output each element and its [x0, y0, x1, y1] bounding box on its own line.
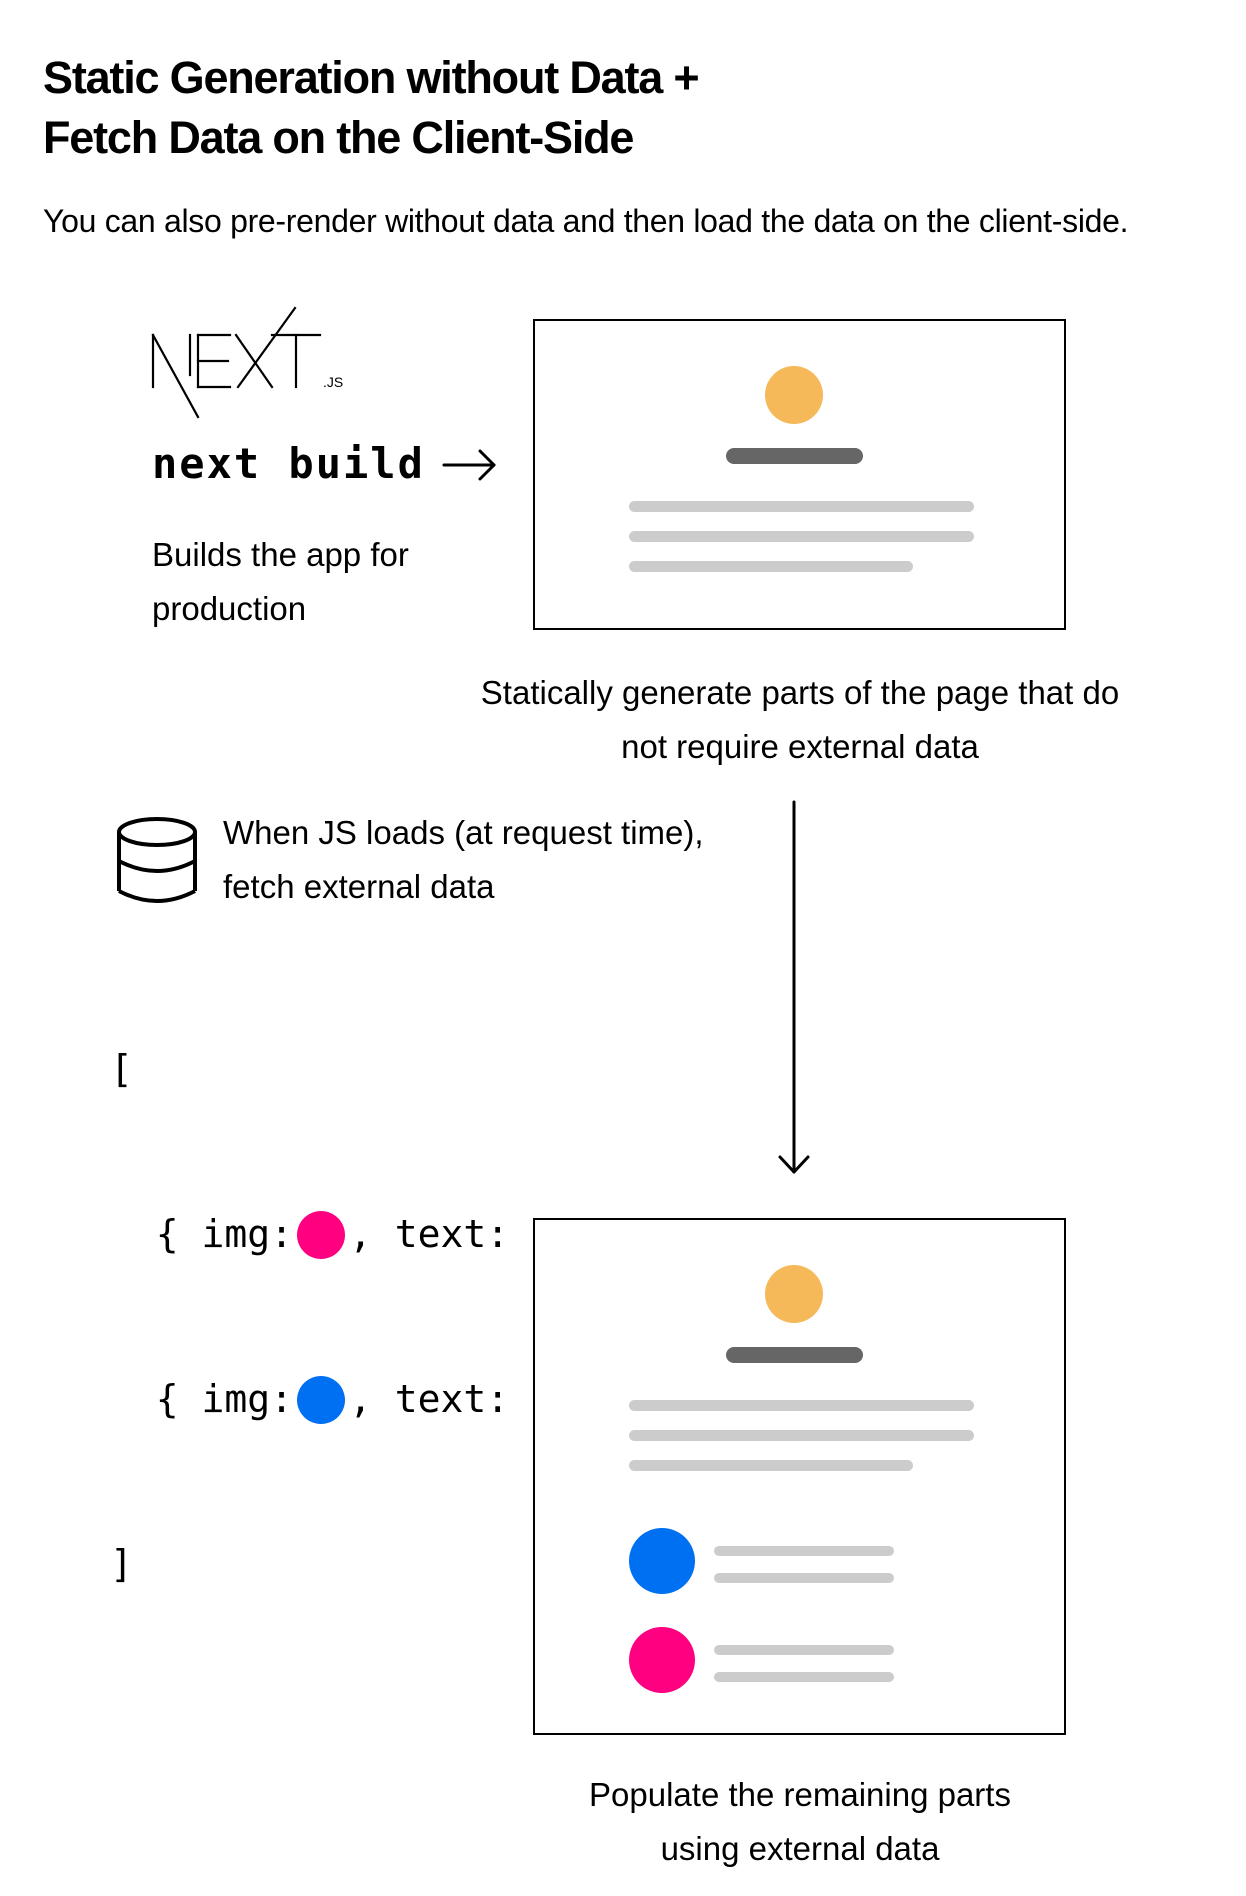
blue-image-dot	[297, 1375, 346, 1424]
text-placeholder-bar	[629, 1400, 974, 1411]
text-placeholder-bar	[714, 1672, 894, 1682]
final-caption-line-2: using external data	[660, 1830, 940, 1867]
data-list-item	[629, 1627, 929, 1693]
text-placeholder-bar	[714, 1573, 894, 1583]
avatar	[765, 1265, 823, 1323]
avatar	[765, 366, 823, 424]
title-line-1: Static Generation without Data +	[43, 52, 700, 103]
build-description: Builds the app for production	[152, 528, 472, 636]
static-page-mockup	[533, 319, 1066, 630]
code-line-close: ]	[110, 1542, 133, 1586]
populated-page-mockup	[533, 1218, 1066, 1735]
page-title: Static Generation without Data + Fetch D…	[43, 48, 1193, 168]
text-placeholder-bar	[629, 1430, 974, 1441]
code-item-prefix: { img:	[110, 1212, 294, 1256]
final-caption: Populate the remaining parts using exter…	[480, 1768, 1120, 1876]
pink-image-dot	[629, 1627, 695, 1693]
down-arrow-icon	[778, 800, 810, 1174]
nextjs-logo: .JS	[151, 306, 343, 419]
text-placeholder-bar	[629, 561, 913, 572]
database-icon	[117, 817, 197, 903]
heading-placeholder-bar	[726, 448, 863, 464]
static-caption-line-1: Statically generate parts of the page th…	[480, 674, 1120, 711]
fetch-description: When JS loads (at request time), fetch e…	[223, 806, 704, 914]
text-placeholder-bar	[629, 531, 974, 542]
static-caption-line-2: not require external data	[621, 728, 979, 765]
title-line-2: Fetch Data on the Client-Side	[43, 112, 634, 163]
heading-placeholder-bar	[726, 1347, 863, 1363]
text-placeholder-bar	[714, 1546, 894, 1556]
text-placeholder-bar	[714, 1645, 894, 1655]
fetch-description-line-1: When JS loads (at request time),	[223, 814, 704, 851]
code-item-prefix: { img:	[110, 1377, 294, 1421]
blue-image-dot	[629, 1528, 695, 1594]
text-placeholder-bar	[629, 501, 974, 512]
subtitle: You can also pre-render without data and…	[43, 203, 1129, 239]
pink-image-dot	[297, 1210, 346, 1259]
data-list-item	[629, 1528, 929, 1594]
right-arrow-icon	[442, 449, 496, 481]
final-caption-line-1: Populate the remaining parts	[589, 1776, 1011, 1813]
build-description-line-1: Builds the app for	[152, 536, 409, 573]
code-line-open: [	[110, 1047, 133, 1091]
build-command: next build	[152, 439, 425, 488]
text-placeholder-bar	[629, 1460, 913, 1471]
static-caption: Statically generate parts of the page th…	[420, 666, 1180, 774]
nextjs-logo-suffix: .JS	[323, 374, 343, 390]
fetch-description-line-2: fetch external data	[223, 868, 495, 905]
build-description-line-2: production	[152, 590, 307, 627]
